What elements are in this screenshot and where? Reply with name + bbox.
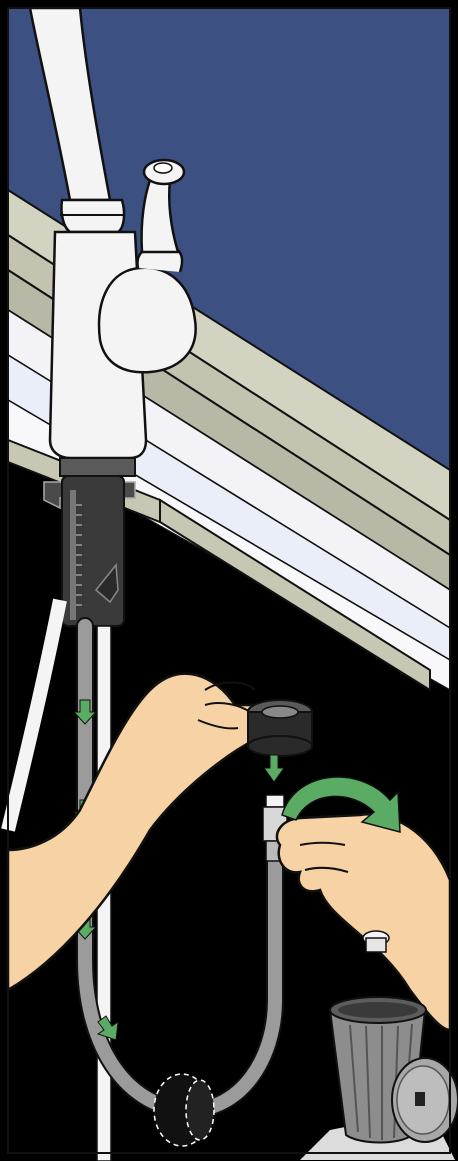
flow-restrictor-icon: [363, 931, 389, 952]
aerator-icon: [248, 700, 312, 756]
hose-weight-icon: [154, 1074, 214, 1146]
